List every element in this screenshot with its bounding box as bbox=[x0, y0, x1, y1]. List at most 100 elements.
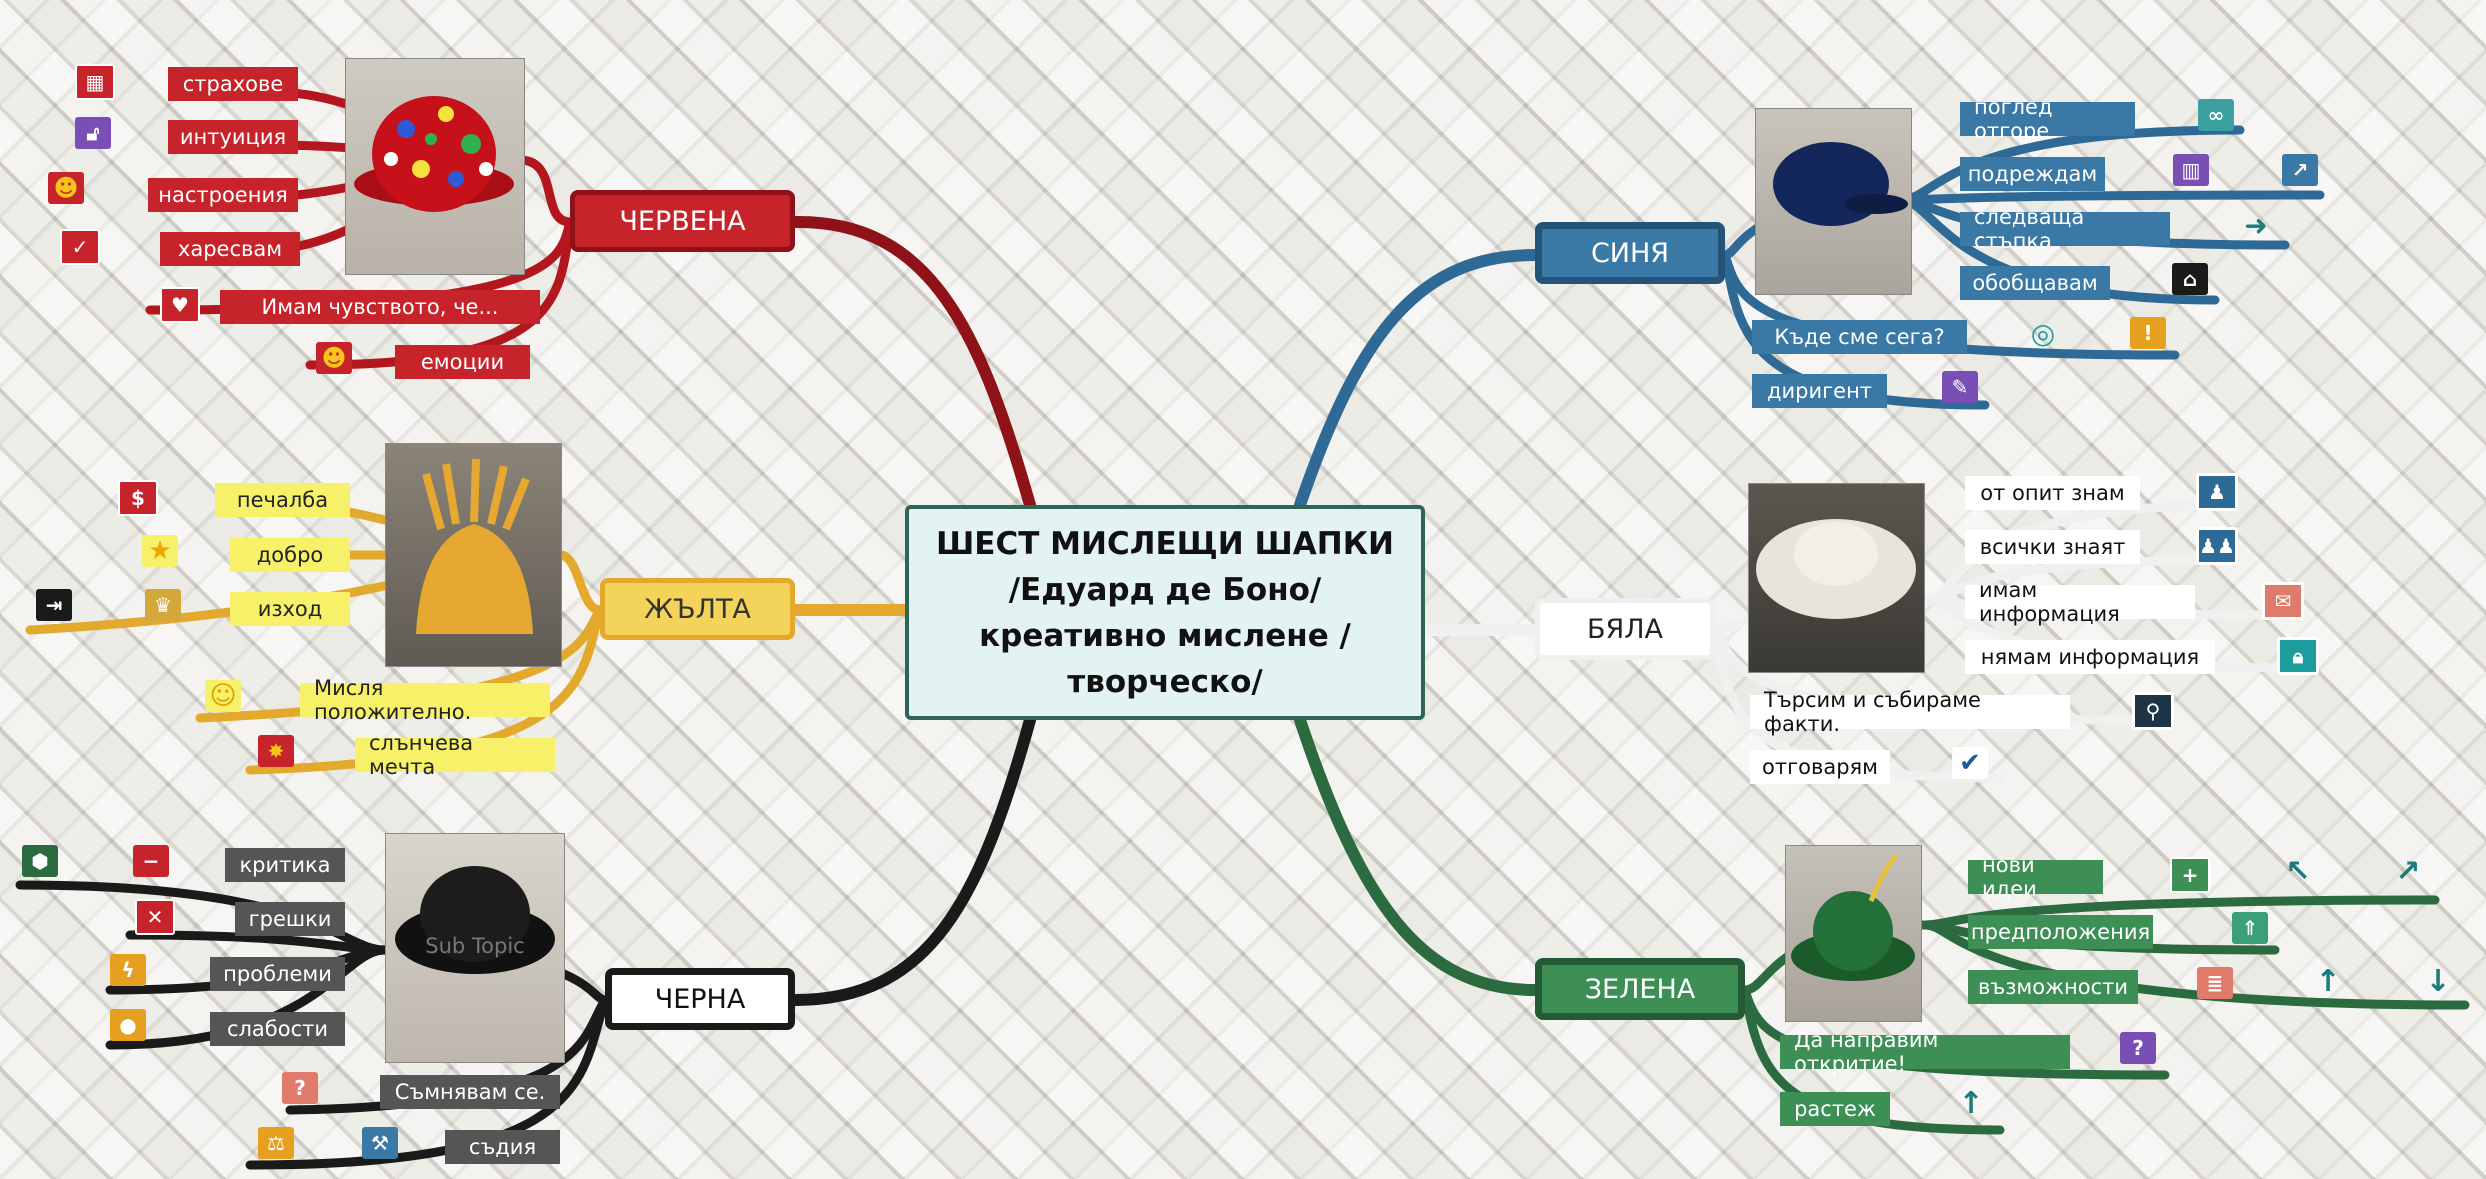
thumbs-up-icon: ✓ bbox=[60, 229, 100, 265]
black-leaf-weaknesses[interactable]: слабости bbox=[210, 1012, 345, 1046]
yellow-leaf-profit[interactable]: печалба bbox=[215, 483, 350, 517]
yellow-leaf-positive[interactable]: Мисля положително. bbox=[300, 676, 550, 724]
question-icon: ? bbox=[282, 1072, 318, 1104]
black-hat-photo: Sub Topic bbox=[385, 833, 565, 1063]
white-leaf-facts[interactable]: Търсим и събираме факти. bbox=[1750, 688, 2070, 736]
sun-icon: ✸ bbox=[258, 735, 294, 767]
red-leaf-moods[interactable]: настроения bbox=[148, 178, 298, 212]
search-icon: ⚲ bbox=[2132, 692, 2174, 730]
red-leaf-feeling-label: Имам чувството, че... bbox=[261, 295, 499, 319]
bar-chart-icon: ▥ bbox=[2173, 154, 2209, 186]
yellow-hat-photo bbox=[385, 443, 562, 667]
white-leaf-experience[interactable]: от опит знам bbox=[1965, 476, 2140, 510]
green-leaf-growth-label: растеж bbox=[1794, 1097, 1876, 1121]
white-leaf-have-info-label: имам информация bbox=[1979, 578, 2120, 626]
green-leaf-possibilities-label: възможности bbox=[1978, 975, 2128, 999]
green-leaf-possibilities[interactable]: възможности bbox=[1968, 970, 2138, 1004]
users-icon: ♟♟ bbox=[2196, 527, 2238, 565]
green-leaf-discovery[interactable]: Да направим откритие! bbox=[1780, 1028, 2070, 1076]
yellow-leaf-dream[interactable]: слънчева мечта bbox=[355, 731, 555, 779]
exit-icon: ⇥ bbox=[36, 589, 72, 621]
white-leaf-have-info[interactable]: имам информация bbox=[1965, 578, 2195, 626]
target-icon: ◎ bbox=[2030, 316, 2056, 350]
green-leaf-new-ideas[interactable]: нови идеи bbox=[1968, 853, 2103, 901]
red-leaf-like[interactable]: харесвам bbox=[160, 232, 300, 266]
yellow-hat-label: ЖЪЛТА bbox=[644, 593, 751, 625]
blue-leaf-conductor[interactable]: диригент bbox=[1752, 374, 1887, 408]
link-icon: ∞ bbox=[2198, 99, 2234, 131]
white-leaf-no-info-label: нямам информация bbox=[1980, 645, 2200, 669]
home-icon: ⌂ bbox=[2172, 263, 2208, 295]
yellow-leaf-profit-label: печалба bbox=[236, 488, 329, 512]
blue-leaf-summarize[interactable]: обобщавам bbox=[1960, 266, 2110, 300]
scales-icon: ⚖︎ bbox=[258, 1127, 294, 1159]
black-leaf-doubt[interactable]: Съмнявам се. bbox=[380, 1075, 560, 1109]
green-hat-label: ЗЕЛЕНА bbox=[1584, 973, 1696, 1005]
trophy-icon: ♛ bbox=[145, 589, 181, 621]
black-leaf-problems[interactable]: проблеми bbox=[210, 957, 345, 991]
central-topic[interactable]: ШЕСТ МИСЛЕЩИ ШАПКИ /Едуард де Боно/ креа… bbox=[905, 505, 1425, 720]
blue-leaf-where-are-we[interactable]: Къде сме сега? bbox=[1752, 320, 1967, 354]
black-leaf-judge[interactable]: съдия bbox=[445, 1130, 560, 1164]
black-hat-photo-caption: Sub Topic bbox=[425, 934, 525, 958]
blue-leaf-next-step[interactable]: следваща стъпка bbox=[1960, 205, 2170, 253]
check-icon: ✔ bbox=[1952, 747, 1988, 779]
plus-icon: + bbox=[2170, 857, 2210, 893]
blue-hat-topic[interactable]: СИНЯ bbox=[1535, 222, 1725, 284]
white-leaf-answer[interactable]: отговарям bbox=[1750, 750, 1890, 784]
red-leaf-emotions[interactable]: емоции bbox=[395, 345, 530, 379]
green-leaf-assumptions-label: предположения bbox=[1970, 920, 2151, 944]
white-hat-photo bbox=[1748, 483, 1925, 673]
white-leaf-everyone-knows[interactable]: всички знаят bbox=[1965, 530, 2140, 564]
layers-icon: ≣ bbox=[2197, 967, 2233, 999]
bomb-icon: ● bbox=[110, 1009, 146, 1041]
central-topic-line-4: творческо/ bbox=[1067, 663, 1263, 700]
blue-leaf-arrange[interactable]: подреждам bbox=[1960, 157, 2105, 191]
blue-leaf-arrange-label: подреждам bbox=[1967, 162, 2098, 186]
smile-face-icon: ☺ bbox=[205, 680, 241, 712]
red-hat-topic[interactable]: ЧЕРВЕНА bbox=[570, 190, 795, 252]
white-hat-topic[interactable]: БЯЛА bbox=[1535, 598, 1715, 660]
black-leaf-criticism-label: критика bbox=[239, 853, 331, 877]
star-icon: ★ bbox=[142, 535, 178, 567]
green-leaf-assumptions[interactable]: предположения bbox=[1968, 915, 2153, 949]
red-hat-photo bbox=[345, 58, 525, 275]
blue-leaf-next-step-label: следваща стъпка bbox=[1974, 205, 2085, 253]
angry-face-icon: ☻ bbox=[316, 342, 352, 374]
black-hat-label: ЧЕРНА bbox=[654, 983, 746, 1015]
red-leaf-moods-label: настроения bbox=[158, 183, 288, 207]
yellow-hat-topic[interactable]: ЖЪЛТА bbox=[600, 578, 795, 640]
red-leaf-feeling[interactable]: Имам чувството, че... bbox=[220, 290, 540, 324]
yellow-leaf-good-label: добро bbox=[256, 543, 324, 567]
blue-leaf-overview[interactable]: поглед отгоре bbox=[1960, 95, 2135, 143]
red-leaf-fears[interactable]: страхове bbox=[168, 67, 298, 101]
white-leaf-answer-label: отговарям bbox=[1762, 755, 1879, 779]
red-leaf-emotions-label: емоции bbox=[420, 350, 505, 374]
black-leaf-mistakes[interactable]: грешки bbox=[235, 902, 345, 936]
yellow-leaf-good[interactable]: добро bbox=[230, 538, 350, 572]
red-leaf-like-label: харесвам bbox=[177, 237, 283, 261]
mail-icon: ✉ bbox=[2262, 582, 2304, 620]
blue-leaf-summarize-label: обобщавам bbox=[1972, 271, 2098, 295]
blue-leaf-overview-label: поглед отгоре bbox=[1974, 95, 2053, 143]
gavel-icon: ⚒︎ bbox=[362, 1127, 398, 1159]
dollar-icon: $ bbox=[118, 480, 158, 516]
white-leaf-facts-label: Търсим и събираме факти. bbox=[1764, 688, 1981, 736]
black-leaf-judge-label: съдия bbox=[468, 1135, 537, 1159]
minus-icon: − bbox=[133, 845, 169, 877]
red-leaf-intuition[interactable]: интуиция bbox=[168, 120, 298, 154]
black-leaf-mistakes-label: грешки bbox=[248, 907, 332, 931]
heart-icon: ♥ bbox=[160, 287, 200, 323]
black-leaf-criticism[interactable]: критика bbox=[225, 848, 345, 882]
user-icon: ♟ bbox=[2196, 473, 2238, 511]
black-hat-topic[interactable]: ЧЕРНА bbox=[605, 968, 795, 1030]
green-leaf-growth[interactable]: растеж bbox=[1780, 1092, 1890, 1126]
yellow-leaf-exit[interactable]: изход bbox=[230, 592, 350, 626]
bulb-icon: ? bbox=[2120, 1032, 2156, 1064]
unlock-icon: 🔓︎ bbox=[75, 117, 111, 149]
yellow-leaf-dream-label: слънчева мечта bbox=[369, 731, 474, 779]
white-leaf-no-info[interactable]: нямам информация bbox=[1965, 640, 2215, 674]
green-hat-topic[interactable]: ЗЕЛЕНА bbox=[1535, 958, 1745, 1020]
blue-hat-label: СИНЯ bbox=[1590, 237, 1670, 269]
central-topic-line-1: ШЕСТ МИСЛЕЩИ ШАПКИ bbox=[936, 525, 1394, 562]
